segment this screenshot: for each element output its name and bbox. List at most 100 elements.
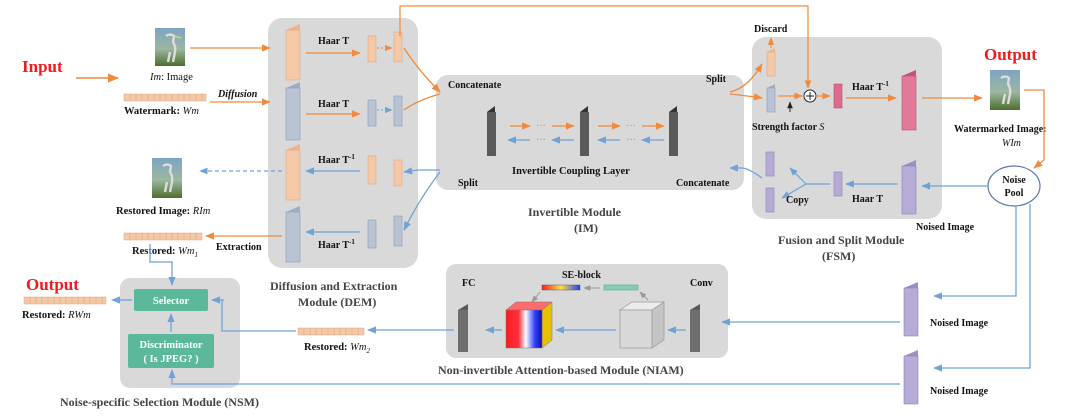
fsm-discard-label: Discard [754,24,788,35]
discriminator-label: Discriminator [140,340,203,351]
restored-wm1-caption: Restored: Wm1 [132,246,198,259]
dem-peach-sub-1 [367,35,377,63]
input-image-thumbnail [155,28,185,66]
fsm-title-line2: (FSM) [822,249,855,263]
im-to-dem-blue-1 [403,167,440,175]
fsm-to-im-blue [729,164,763,179]
restored-image-thumbnail [152,158,182,198]
watermark-caption: Watermark: Wm [124,106,199,117]
restored-image-caption: Restored Image: RIm [116,206,211,217]
dem-title-line2: Module (DEM) [298,295,376,309]
im-concatenate-top: Concatenate [448,80,502,91]
dem-haar-top: Haar T [318,36,349,47]
dem-peach-sub-2 [393,31,403,63]
dem-to-fsm-bypass [399,5,812,89]
niam-se-bar-green [603,284,639,291]
watermarked-caption-1: Watermarked Image: [954,124,1046,135]
nsm-title: Noise-specific Selection Module (NSM) [60,395,259,409]
dem-haar-middle: Haar T [318,99,349,110]
niam-attention-cube [505,301,553,349]
fsm-peach-block [766,48,776,77]
fsm-title-line1: Fusion and Split Module [778,233,905,247]
restored-wm2-caption: Restored: Wm2 [304,342,371,355]
im-to-fsm-orange-2 [729,93,763,101]
niam-conv-label: Conv [690,278,713,289]
dem-slate-sub-4 [393,215,403,247]
im-fwd-dots-1: ··· [536,121,546,132]
niam-noised-block-top [903,282,919,337]
output-top-label: Output [984,45,1037,64]
nsm-noised-label: Noised Image [930,386,989,397]
noise-pool-line2: Pool [1005,188,1024,199]
fsm-lavender-sub-1 [765,151,775,177]
niam-title: Non-invertible Attention-based Module (N… [438,363,684,377]
fsm-lavender-sub-2 [765,187,775,213]
dem-haar-inv-bottom: Haar T-1 [318,238,355,251]
noise-pool-to-niam [933,206,1017,300]
nsm-noised-block [903,350,919,405]
dem-peach-sub-4 [393,159,403,187]
fsm-pink-block [901,70,917,131]
dem-to-im-orange-mid [403,93,441,111]
niam-fc-block [458,304,468,352]
niam-conv-block [690,304,700,352]
selector-label: Selector [153,296,189,307]
fsm-copy-label: Copy [786,195,809,206]
fsm-haar-label: Haar T [852,194,883,205]
output-to-noise-pool [1024,89,1045,169]
discriminator-box [128,334,214,368]
im-block-mid [580,106,589,156]
im-bwd-dots-1: ··· [536,135,546,146]
im-panel [436,75,744,190]
dem-panel [268,18,418,268]
fsm-panel [752,37,942,219]
dem-slate-sub-1 [367,99,377,127]
dem-slate-sub-2 [393,95,403,127]
niam-se-to-attn [531,291,541,303]
niam-noised-label-top: Noised Image [930,318,989,329]
selector-button [134,289,208,311]
fsm-lavender-block [901,160,917,215]
im-to-fsm-orange-1 [729,63,763,93]
restored-wm2-to-selector [221,299,296,332]
im-bwd-dots-2: ··· [626,135,636,146]
noise-pool [987,165,1041,207]
im-split-bottom: Split [458,178,479,189]
watermarked-image-thumbnail [990,70,1020,110]
discriminator-question: ( Is JPEG? ) [143,354,199,365]
niam-se-block-label: SE-block [562,270,601,281]
dem-title-line1: Diffusion and Extraction [270,279,398,293]
fsm-slate-block [766,84,776,113]
final-restored-caption: Restored: RWm [22,310,91,321]
noise-pool-line1: Noise [1002,175,1026,186]
watermarked-caption-2: WIm [1002,138,1021,149]
im-to-dem-blue-2 [403,171,441,231]
dem-slate-block-top [285,82,301,141]
im-title-line1: Invertible Module [528,205,622,219]
restored-wm1-bits [123,232,203,241]
im-split-top: Split [706,74,727,85]
niam-fc-label: FC [462,278,475,289]
dem-slate-sub-3 [367,219,377,249]
wm1-to-selector [149,244,176,286]
niam-cube-to-se [639,291,649,301]
extraction-label: Extraction [216,242,262,253]
watermark-bits [123,93,207,102]
im-fwd-dots-2: ··· [626,121,636,132]
niam-se-bar-color [541,284,581,291]
fsm-haar-inv-label: Haar T-1 [852,80,889,93]
dem-peach-block-top [285,24,301,81]
dem-peach-sub-3 [367,155,377,185]
dem-to-im-orange-top [403,47,441,93]
fsm-noised-label: Noised Image [916,222,975,233]
niam-gray-cube [618,301,666,349]
dem-peach-block-bottom [285,144,301,201]
fsm-pink-small [833,83,843,109]
output-left-label: Output [26,275,79,294]
im-block-right [669,106,678,156]
dem-slate-block-bottom [285,206,301,263]
input-image-caption: Im: Image [149,72,193,83]
im-block-left [487,106,496,156]
final-restored-bits [23,296,107,305]
fsm-lavender-small [833,171,843,197]
